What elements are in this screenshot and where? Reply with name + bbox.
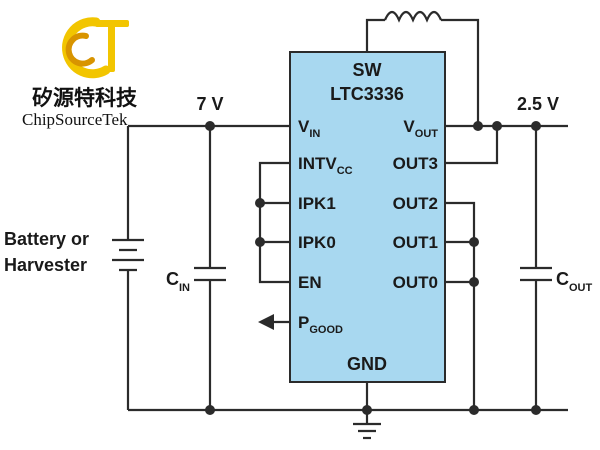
- pgood-arrow-icon: [258, 314, 274, 330]
- junction-dot: [255, 198, 265, 208]
- intvcc-pin-label: INTVCC: [298, 154, 353, 177]
- left-pin-loop: [258, 161, 290, 284]
- junction-dot: [469, 277, 479, 287]
- output-voltage-label: 2.5 V: [517, 94, 559, 114]
- junction-dot: [492, 121, 502, 131]
- vout-pin-label: VOUT: [403, 117, 438, 140]
- inductor-out-wire: [441, 18, 480, 126]
- junction-dot: [531, 405, 541, 415]
- sw-pin-label: SW: [353, 60, 382, 80]
- out0-pin-label: OUT0: [393, 273, 438, 292]
- logo-mark: [62, 17, 129, 79]
- ipk1-pin-label: IPK1: [298, 194, 336, 213]
- junction-dot: [473, 121, 483, 131]
- source-label-line-1: Battery or: [4, 229, 89, 249]
- sw-wire: [365, 18, 385, 52]
- out1-pin-label: OUT1: [393, 233, 438, 252]
- logo-chinese-name: 矽源特科技: [32, 86, 138, 110]
- out3-pin-label: OUT3: [393, 154, 438, 173]
- junction-dot: [205, 121, 215, 131]
- junction-dot: [531, 121, 541, 131]
- en-pin-label: EN: [298, 273, 322, 292]
- cin-label: CIN: [166, 269, 190, 294]
- source-label-line-2: Harvester: [4, 255, 87, 275]
- junction-dot: [255, 237, 265, 247]
- pgood-pin-label: PGOOD: [298, 313, 343, 336]
- vin-pin-label: VIN: [298, 117, 320, 140]
- out3-wire: [445, 126, 499, 165]
- out2-ground-wire: [445, 201, 476, 410]
- out2-pin-label: OUT2: [393, 194, 438, 213]
- gnd-pin-label: GND: [347, 354, 387, 374]
- ipk0-pin-label: IPK0: [298, 233, 336, 252]
- logo-english-name: ChipSourceTek: [22, 110, 128, 129]
- cout-label: COUT: [556, 269, 593, 294]
- junction-dot: [469, 405, 479, 415]
- junction-dot: [469, 237, 479, 247]
- junction-dot: [362, 405, 372, 415]
- junction-dot: [205, 405, 215, 415]
- inductor: [383, 10, 443, 23]
- input-voltage-label: 7 V: [196, 94, 223, 114]
- part-number-label: LTC3336: [330, 84, 404, 104]
